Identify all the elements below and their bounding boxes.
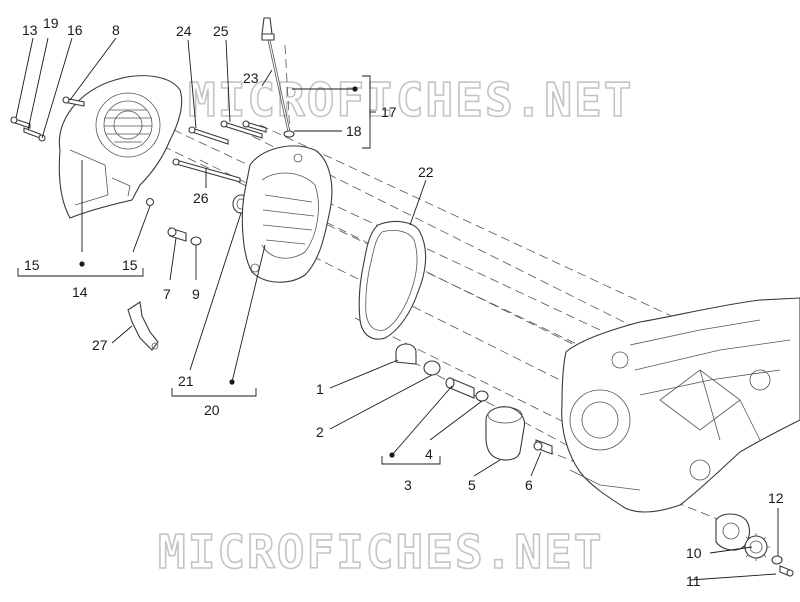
callout-15-right: 15 <box>122 257 138 273</box>
callout-11: 11 <box>686 573 701 589</box>
oil-filter-assembly <box>395 343 553 461</box>
left-screws <box>10 96 155 207</box>
callout-20: 20 <box>204 402 220 418</box>
callout-6: 6 <box>525 477 533 493</box>
callout-22: 22 <box>418 164 434 180</box>
callout-18: 18 <box>346 123 362 139</box>
watermark-bottom: MICROFICHES.NET <box>158 525 603 579</box>
callout-13: 13 <box>22 22 38 38</box>
callout-19: 19 <box>43 15 59 31</box>
breather-fitting <box>167 227 202 246</box>
callout-1: 1 <box>316 381 324 397</box>
engine-crankcase <box>561 297 800 513</box>
callout-16: 16 <box>67 22 83 38</box>
callout-21: 21 <box>178 373 194 389</box>
callout-12: 12 <box>768 490 784 506</box>
callout-8: 8 <box>112 22 120 38</box>
callout-5: 5 <box>468 477 476 493</box>
callout-23: 23 <box>243 70 259 86</box>
callout-17: 17 <box>381 104 397 120</box>
callout-4: 4 <box>425 446 433 462</box>
oil-pump-assembly <box>715 513 794 577</box>
watermark-top: MICROFICHES.NET <box>188 73 633 127</box>
callout-25: 25 <box>213 23 229 39</box>
crankcase-cover <box>241 145 333 283</box>
group-brackets <box>17 75 441 465</box>
bracket-part <box>127 301 159 351</box>
fan-cover <box>58 75 183 219</box>
callout-15-left: 15 <box>24 257 40 273</box>
callout-2: 2 <box>316 424 324 440</box>
callout-9: 9 <box>192 286 200 302</box>
callout-labels: 13 19 16 8 24 25 23 17 18 26 22 15 15 14… <box>22 15 784 589</box>
leader-lines <box>15 37 779 581</box>
callout-3: 3 <box>404 477 412 493</box>
long-bolts <box>172 120 267 183</box>
dipstick <box>261 17 295 138</box>
callout-24: 24 <box>176 23 192 39</box>
gasket <box>358 220 427 340</box>
callout-26: 26 <box>193 190 209 206</box>
callout-27: 27 <box>92 337 108 353</box>
callout-7: 7 <box>163 286 171 302</box>
callout-14: 14 <box>72 284 88 300</box>
callout-10: 10 <box>686 545 702 561</box>
